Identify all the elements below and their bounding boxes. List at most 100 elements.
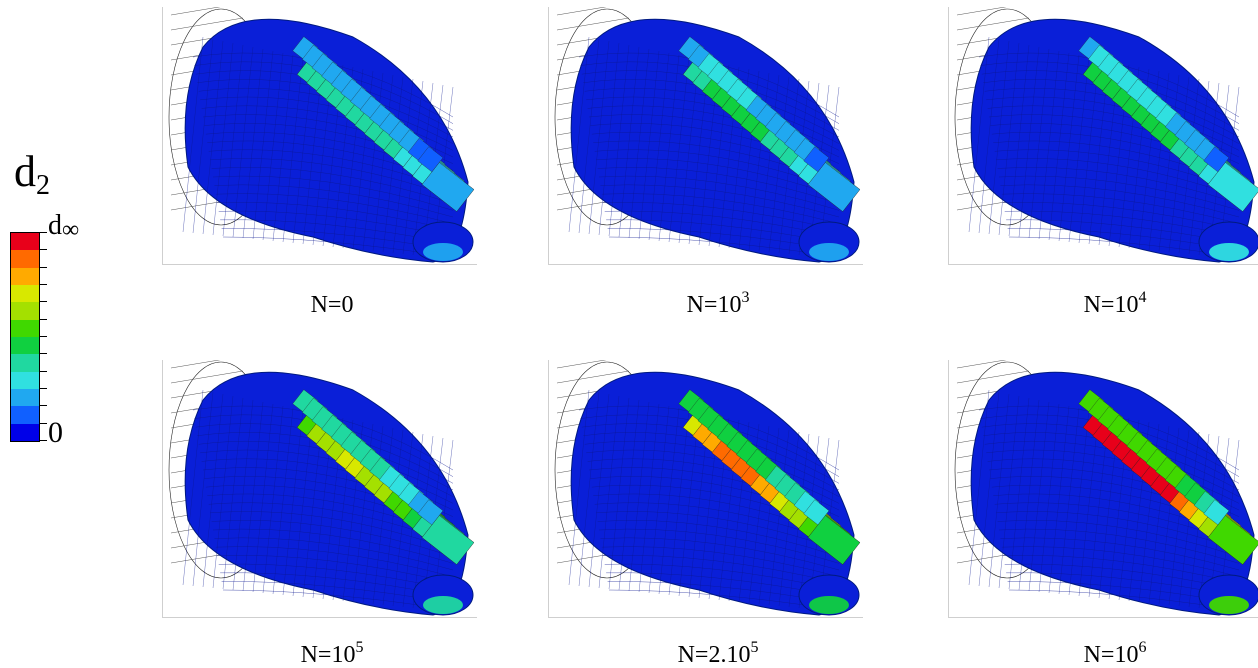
mesh-grid-line — [282, 409, 304, 596]
mesh-grid-line — [998, 528, 1240, 564]
damage-cell — [803, 499, 830, 526]
mesh-grid-line — [1158, 74, 1180, 252]
mesh-grid-line — [1168, 76, 1190, 253]
mesh-panel-6 — [948, 360, 1258, 618]
mesh-grid-line — [758, 74, 780, 252]
mesh-grid-line — [211, 520, 454, 557]
cone-end-cap-damage — [1209, 596, 1249, 614]
color-scale-tick — [39, 232, 47, 233]
mesh-grid-line — [601, 546, 840, 577]
mesh-grid-line — [628, 401, 650, 592]
mesh-grid-line — [598, 175, 840, 211]
mesh-grid-line — [202, 393, 224, 588]
mesh-grid-line — [668, 409, 690, 596]
mesh-grid-line — [1003, 202, 1240, 231]
caption-exponent: 3 — [741, 289, 750, 306]
mesh-grid-line — [272, 407, 294, 595]
color-scale-tick — [39, 266, 47, 268]
color-scale-swatch — [11, 406, 39, 424]
mesh-grid-line — [200, 96, 454, 151]
mesh-grid-line — [598, 42, 620, 236]
cone-body — [970, 18, 1255, 263]
mesh-rim-line — [170, 360, 221, 369]
mesh-grid-line — [232, 46, 254, 238]
mesh-rim-line — [556, 360, 607, 369]
mesh-grid-line — [997, 167, 1240, 204]
mesh-grid-line — [212, 175, 454, 211]
mesh-grid-line — [215, 546, 454, 577]
caption-exponent: 5 — [750, 639, 759, 656]
mesh-grid-line — [262, 405, 284, 594]
mesh-rim-line — [556, 370, 630, 384]
mesh-grid-line — [232, 399, 254, 591]
mesh-grid-line — [998, 175, 1240, 211]
color-scale-tick — [39, 440, 47, 441]
mesh-grid-line — [578, 391, 600, 587]
mesh-grid-line — [192, 391, 214, 587]
color-scale-swatch — [11, 302, 39, 320]
cone-body — [184, 18, 469, 263]
caption-value: 10 — [331, 642, 356, 668]
legend-min-label: 0 — [48, 416, 63, 449]
mesh-grid-line — [222, 397, 244, 590]
mesh-grid-line — [1038, 50, 1060, 240]
mesh-grid-line — [1003, 555, 1240, 584]
mesh-grid-line — [988, 40, 1010, 235]
mesh-grid-line — [372, 427, 394, 605]
mesh-grid-line — [758, 427, 780, 605]
legend-symbol: d — [14, 147, 36, 196]
mesh-grid-line — [242, 401, 264, 592]
color-scale-tick — [39, 370, 47, 372]
color-scale-tick — [39, 301, 47, 303]
damage-cell — [421, 515, 475, 565]
mesh-grid-line — [608, 44, 630, 237]
mesh-grid-line — [202, 40, 224, 235]
mesh-grid-line — [968, 389, 990, 586]
legend-max-label: d∞ — [48, 212, 79, 243]
color-scale-tick — [39, 422, 47, 424]
mesh-grid-line — [222, 44, 244, 237]
mesh-grid-line — [1018, 399, 1040, 591]
cone-end-cap-damage — [423, 243, 463, 261]
caption-value: 10 — [717, 292, 742, 318]
caption-value: 10 — [1114, 292, 1139, 318]
mesh-grid-line — [1001, 193, 1240, 224]
mesh-rim-line — [170, 370, 244, 384]
mesh-grid-line — [988, 393, 1010, 588]
caption-exponent: 4 — [1138, 289, 1147, 306]
mesh-grid-line — [182, 389, 204, 586]
color-scale-swatch — [11, 336, 39, 355]
mesh-grid-line — [1028, 401, 1050, 592]
mesh-panel-3 — [948, 7, 1258, 265]
mesh-rim-line — [170, 17, 244, 31]
mesh-grid-line — [678, 411, 700, 597]
color-scale-tick — [39, 249, 47, 251]
caption-exponent: 6 — [1138, 639, 1147, 656]
caption-value: 2.10 — [708, 642, 751, 668]
mesh-grid-line — [214, 537, 454, 571]
mesh-rim-line — [170, 7, 221, 16]
mesh-rim-line — [956, 370, 1030, 384]
color-scale-swatch — [11, 371, 39, 389]
mesh-rim-line — [556, 17, 630, 31]
mesh-grid-line — [252, 50, 274, 240]
mesh-grid-line — [1008, 397, 1030, 590]
mesh-grid-line — [252, 403, 274, 593]
mesh-panel-2 — [548, 7, 863, 265]
cone-mesh-render — [554, 360, 861, 616]
damage-cell — [417, 499, 444, 526]
mesh-panel-5 — [548, 360, 863, 618]
damage-cell — [1207, 515, 1258, 565]
mesh-grid-line — [292, 58, 314, 244]
mesh-grid-line — [597, 167, 840, 204]
mesh-grid-line — [212, 395, 234, 589]
mesh-grid-line — [986, 449, 1240, 504]
mesh-grid-line — [768, 76, 790, 253]
mesh-grid-line — [1078, 58, 1100, 244]
caption-prefix: N= — [1083, 642, 1115, 668]
cone-body — [570, 18, 855, 263]
legend-title: d2 — [14, 150, 50, 200]
mesh-grid-line — [588, 40, 610, 235]
mesh-grid-line — [768, 429, 790, 606]
mesh-grid-line — [648, 52, 670, 241]
